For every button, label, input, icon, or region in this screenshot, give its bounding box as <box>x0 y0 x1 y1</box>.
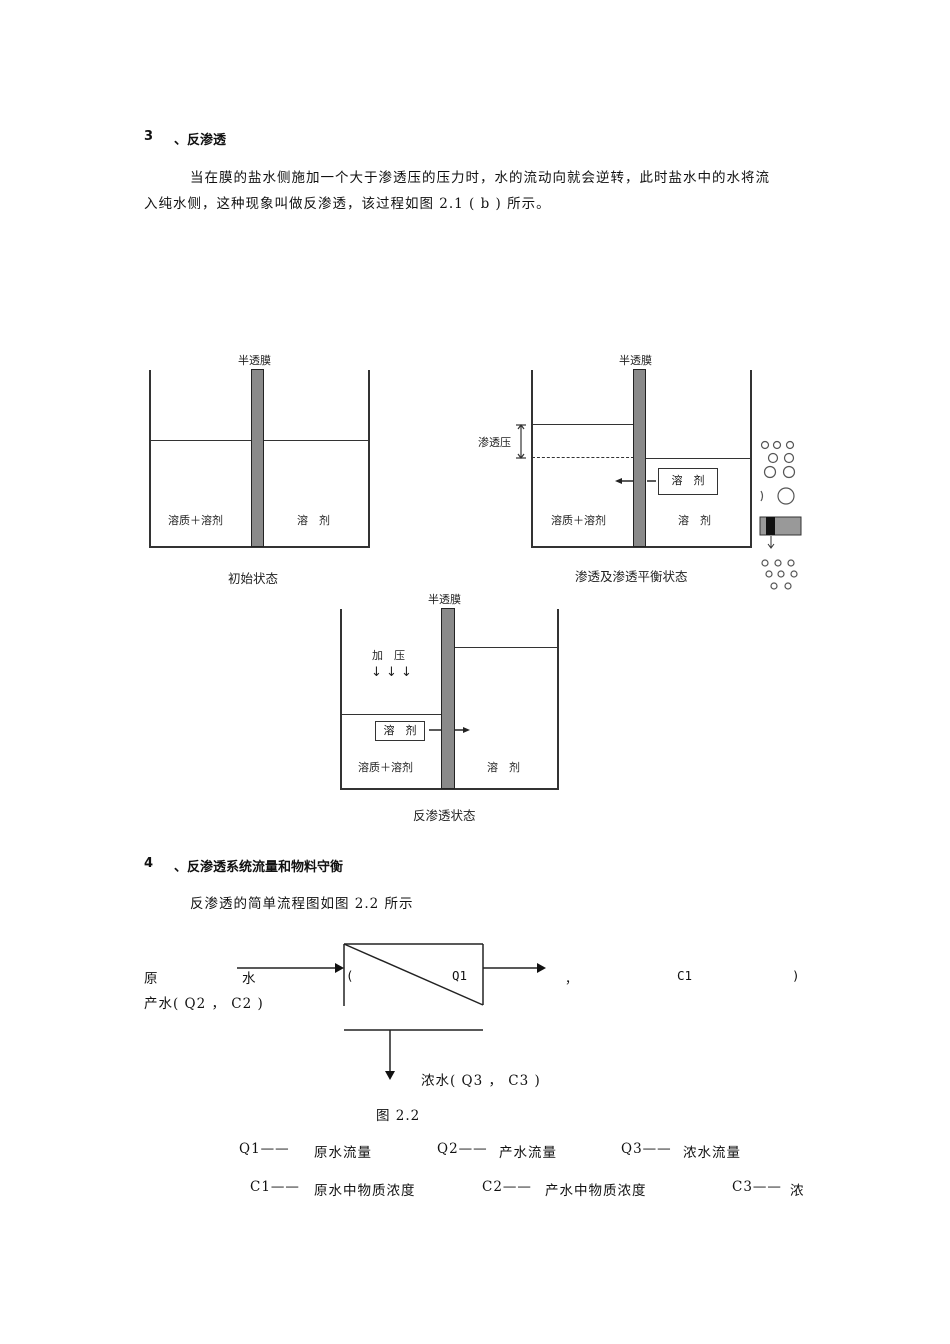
semipermeable-membrane <box>633 369 646 547</box>
legend-c3-symbol: C3—— <box>732 1179 782 1195</box>
c1-label: C1 <box>677 968 693 983</box>
water-level-right <box>455 647 557 649</box>
solute-solvent-label: 溶质＋溶剂 <box>358 761 413 774</box>
membrane-label: 半透膜 <box>238 354 271 367</box>
molecule-circles-icon <box>760 440 798 590</box>
flow-left-arrow-icon <box>615 478 656 484</box>
solvent-box: 溶 剂 <box>375 721 425 741</box>
legend-q2-desc: 产水流量 <box>499 1145 557 1161</box>
water-level-left <box>150 440 251 442</box>
product-water-label: 产水( Q2 ， C2 ) <box>144 996 264 1012</box>
legend-c2-desc: 产水中物质浓度 <box>545 1183 647 1199</box>
concentrate-label: 浓水( Q3 ， C3 ) <box>421 1073 541 1089</box>
section-4-title: 、反渗透系统流量和物料守衡 <box>174 860 344 875</box>
pressure-bracket-icon <box>516 424 526 459</box>
water-level-left <box>341 714 442 716</box>
water-level-right <box>646 458 750 460</box>
comma: ， <box>565 971 578 986</box>
tank-left-wall <box>531 370 533 547</box>
legend-c1-symbol: C1—— <box>250 1179 300 1195</box>
solvent-label: 溶 剂 <box>678 514 711 527</box>
tank-right-wall <box>368 370 370 547</box>
pressure-label: 加 压 <box>372 649 405 662</box>
section-3-number: 3 <box>144 129 154 144</box>
section-4-number: 4 <box>144 856 154 871</box>
legend-c2-symbol: C2—— <box>482 1179 532 1195</box>
osmotic-pressure-label: 渗透压 <box>478 436 511 449</box>
section-3-paragraph-line-2: 入纯水侧，这种现象叫做反渗透，该过程如图 2.1 ( b ) 所示。 <box>144 196 551 212</box>
solvent-label: 溶 剂 <box>297 514 330 527</box>
tank-right-wall <box>750 370 752 547</box>
close-paren: ) <box>792 968 800 983</box>
semipermeable-membrane <box>441 608 455 789</box>
tank-left-wall <box>340 609 342 789</box>
membrane-diagonal <box>343 943 484 1006</box>
water-level-left-original-dashed <box>532 457 634 458</box>
section-3-title: 、反渗透 <box>174 133 227 148</box>
raw-water-label-2: 水 <box>242 971 257 987</box>
legend-q2-symbol: Q2—— <box>437 1141 488 1157</box>
legend-c1-desc: 原水中物质浓度 <box>314 1183 416 1199</box>
semipermeable-membrane <box>251 369 264 547</box>
tank-right-wall <box>557 609 559 789</box>
piston-icon <box>759 516 802 549</box>
legend-q3-desc: 浓水流量 <box>683 1145 741 1161</box>
legend-q1-desc: 原水流量 <box>314 1145 372 1161</box>
solvent-box: 溶 剂 <box>658 468 718 495</box>
solute-solvent-label: 溶质＋溶剂 <box>551 514 606 527</box>
section-4-paragraph: 反渗透的简单流程图如图 2.2 所示 <box>190 896 414 912</box>
open-paren: ( <box>346 968 354 983</box>
solute-solvent-label: 溶质＋溶剂 <box>168 514 223 527</box>
pressure-arrows-icon: ↓ ↓ ↓ <box>371 665 412 680</box>
legend-q3-symbol: Q3—— <box>621 1141 672 1157</box>
figure-caption: 反渗透状态 <box>413 808 476 823</box>
legend-c3-desc: 浓 <box>790 1183 805 1199</box>
raw-water-label-1: 原 <box>144 971 159 987</box>
figure-caption: 初始状态 <box>228 571 279 586</box>
section-3-paragraph-line-1: 当在膜的盐水侧施加一个大于渗透压的压力时，水的流动向就会逆转，此时盐水中的水将流 <box>190 170 770 186</box>
flow-right-arrow-icon <box>429 727 470 733</box>
tank-left-wall <box>149 370 151 547</box>
water-level-left-raised <box>532 424 634 426</box>
solvent-label: 溶 剂 <box>487 761 520 774</box>
legend-q1-symbol: Q1—— <box>239 1141 290 1157</box>
membrane-label: 半透膜 <box>619 354 652 367</box>
water-level-right <box>264 440 368 442</box>
figure-2-2-caption: 图 2.2 <box>376 1108 421 1124</box>
figure-caption: 渗透及渗透平衡状态 <box>575 569 688 584</box>
q1-label: Q1 <box>452 968 468 983</box>
membrane-label: 半透膜 <box>428 593 461 606</box>
